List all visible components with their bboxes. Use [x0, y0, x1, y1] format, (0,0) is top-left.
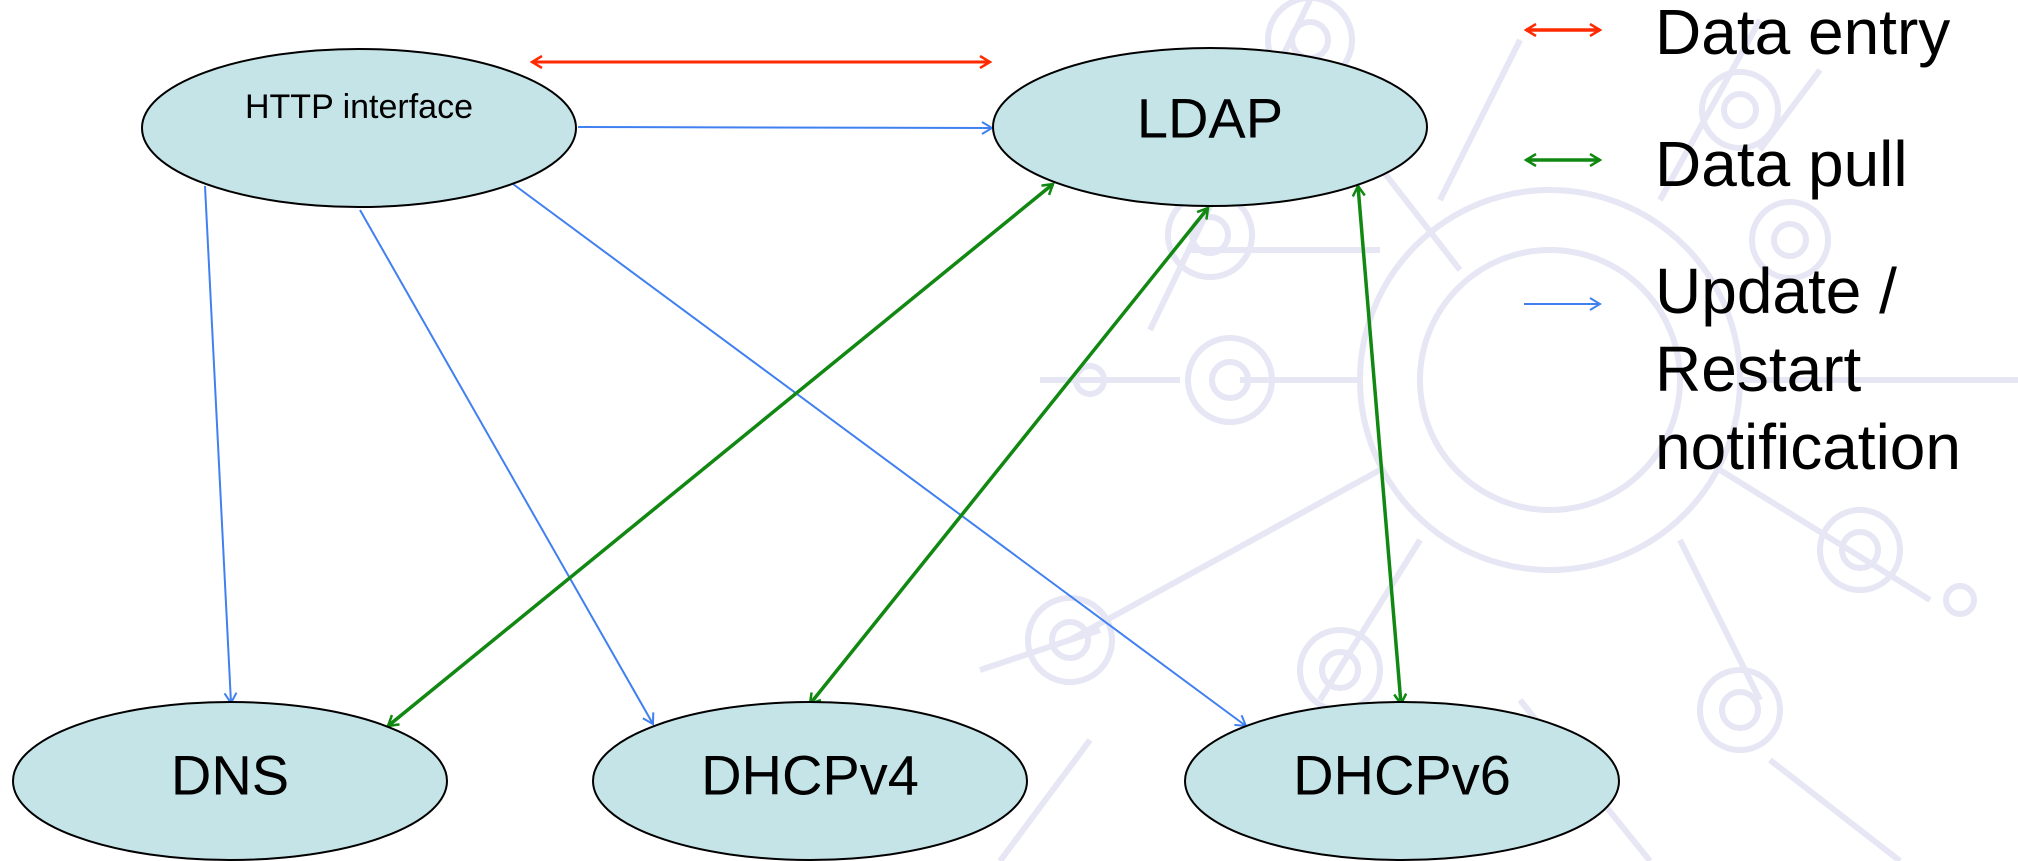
legend-update-line-3: notification [1655, 411, 1961, 483]
legend-item-data-entry: Data entry [1526, 0, 1950, 68]
legend-data-entry-label: Data entry [1655, 0, 1950, 68]
edges [204, 62, 1401, 728]
edge-http-dhcpv4-update [359, 209, 655, 726]
node-http-interface[interactable]: HTTP interface [141, 48, 577, 208]
edge-ldap-dhcpv6-data-pull [1358, 186, 1401, 704]
legend-update-line-2: Restart [1655, 333, 1862, 405]
edge-http-ldap-update [577, 121, 994, 135]
node-dhcpv4[interactable]: DHCPv4 [592, 701, 1028, 861]
node-dhcpv6-label: DHCPv6 [1293, 744, 1511, 807]
node-dhcpv4-label: DHCPv4 [701, 744, 919, 807]
node-dns-label: DNS [171, 744, 289, 807]
node-dhcpv6[interactable]: DHCPv6 [1184, 701, 1620, 861]
legend-data-pull-label: Data pull [1655, 128, 1908, 200]
edge-ldap-dns-data-pull [388, 184, 1053, 726]
edge-ldap-dhcpv4-data-pull [810, 208, 1208, 704]
legend-item-data-pull: Data pull [1526, 128, 1908, 200]
edge-http-dhcpv6-update [512, 183, 1248, 728]
node-http-interface-label: HTTP interface [245, 88, 473, 126]
node-ldap-label: LDAP [1137, 87, 1283, 150]
node-dns[interactable]: DNS [12, 701, 448, 861]
edge-http-dns-update [204, 185, 238, 705]
legend-item-update-restart: Update / Restart notification [1524, 255, 1961, 483]
node-ldap[interactable]: LDAP [992, 47, 1428, 207]
legend: Data entry Data pull Update / Restart no… [1524, 0, 1961, 483]
legend-update-line-1: Update / [1655, 255, 1897, 327]
